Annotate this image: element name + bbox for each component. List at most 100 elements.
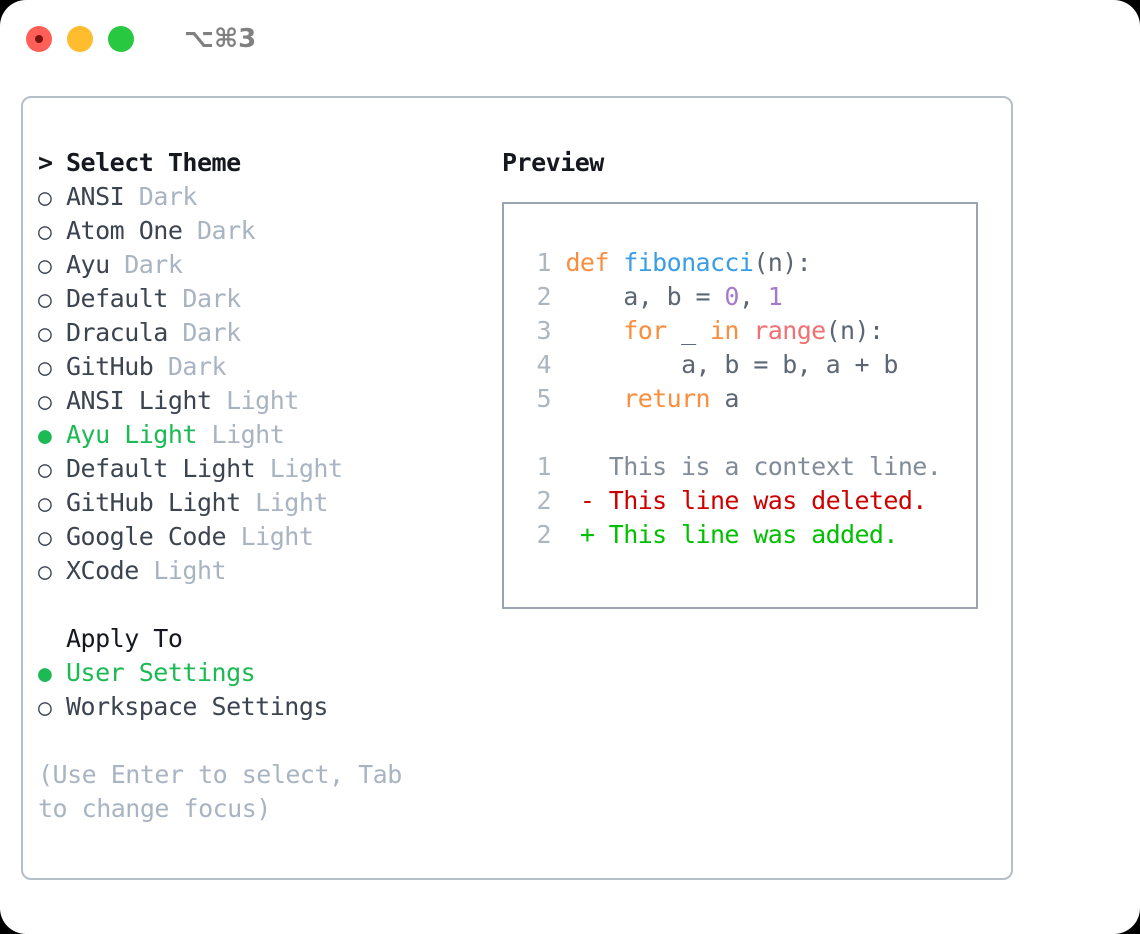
theme-list-column: >Select Theme ○ANSI Dark○Atom One Dark○A… [38,146,478,826]
keyboard-shortcut-label: ⌥⌘3 [184,24,257,54]
code-line-content: for _ in range(n): [551,316,884,345]
theme-option-variant: Dark [124,182,198,211]
minimize-window-button[interactable] [67,26,93,52]
line-number: 5 [536,384,552,413]
radio-unselected-icon: ○ [38,219,52,245]
code-token-plain: a [709,384,739,413]
theme-option-default[interactable]: ○ Default Dark [38,282,478,316]
theme-option-variant: Dark [153,352,227,381]
theme-option-ayu[interactable]: ○ Ayu Dark [38,248,478,282]
code-line-content: a, b = b, a + b [551,350,898,379]
theme-option-name: Ayu [66,250,110,279]
theme-option-variant: Dark [182,216,256,245]
theme-option-github-light[interactable]: ○GitHub Light Light [38,486,478,520]
diff-sample: 1 This is a context line.2 - This line w… [521,450,976,552]
code-token-num: 1 [767,282,783,311]
theme-option-name: ANSI [66,182,125,211]
theme-option-name: GitHub Light [66,488,241,517]
radio-unselected-icon: ○ [38,253,52,279]
code-token-punct: (n): [753,248,812,277]
diff-line-del: 2 - This line was deleted. [521,484,976,518]
caret-icon: > [38,148,53,177]
theme-selector-card: >Select Theme ○ANSI Dark○Atom One Dark○A… [21,96,1013,880]
code-token-kw: for [623,316,667,345]
diff-line-content: - This line was deleted. [551,486,927,515]
theme-option-name: XCode [66,556,139,585]
code-token-plain [565,384,623,413]
diff-line-ctx: 1 This is a context line. [521,450,976,484]
theme-option-variant: Dark [167,284,241,313]
radio-selected-icon: ● [38,423,52,449]
code-token-plain [739,316,753,345]
theme-option-github[interactable]: ○GitHub Dark [38,350,478,384]
theme-options-list: ○ANSI Dark○Atom One Dark○Ayu Dark○Defaul… [38,180,478,588]
theme-option-xcode[interactable]: ○ XCode Light [38,554,478,588]
code-token-plain: a, b = b, a + b [565,350,898,379]
select-theme-header: >Select Theme [38,146,478,180]
radio-unselected-icon: ○ [38,287,52,313]
line-number: 4 [536,350,552,379]
code-line-content: def fibonacci(n): [551,248,811,277]
radio-unselected-icon: ○ [38,695,52,721]
theme-option-name: GitHub [66,352,154,381]
apply-to-option-user-settings[interactable]: ●User Settings [38,656,478,690]
code-line: 2 a, b = 0, 1 [521,280,976,314]
title-bar: ⌥⌘3 [0,0,1140,78]
list-spacer [38,588,478,622]
theme-option-name: Google Code [66,522,227,551]
theme-option-variant: Light [255,454,343,483]
theme-option-atom-one[interactable]: ○Atom One Dark [38,214,478,248]
code-line-content: return a [551,384,739,413]
radio-unselected-icon: ○ [38,321,52,347]
theme-option-default-light[interactable]: ○Default Light Light [38,452,478,486]
radio-unselected-icon: ○ [38,559,52,585]
code-token-plain: , [738,282,768,311]
theme-option-dracula[interactable]: ○ Dracula Dark [38,316,478,350]
code-token-kw: in [709,316,740,345]
theme-option-name: Dracula [66,318,168,347]
maximize-window-button[interactable] [108,26,134,52]
theme-option-ansi[interactable]: ○ANSI Dark [38,180,478,214]
diff-line-add: 2 + This line was added. [521,518,976,552]
theme-option-variant: Light [138,556,227,585]
radio-selected-icon: ● [38,661,52,687]
line-number: 2 [536,486,552,515]
code-line-content: a, b = 0, 1 [551,282,783,311]
apply-to-option-workspace-settings[interactable]: ○ Workspace Settings [38,690,478,724]
theme-option-name: Ayu Light [66,420,197,449]
theme-option-variant: Dark [167,318,241,347]
apply-to-header: Apply To [38,622,478,656]
code-line: 5 return a [521,382,976,416]
theme-option-ansi-light[interactable]: ○ANSI Light Light [38,384,478,418]
apply-to-option-name: Workspace Settings [66,692,328,721]
code-token-kw: return [623,384,710,413]
theme-option-name: Default [66,284,168,313]
apply-to-header-label: Apply To [66,624,183,653]
theme-option-google-code[interactable]: ○ Google Code Light [38,520,478,554]
code-token-plain: _ [666,316,710,345]
theme-option-variant: Light [196,420,285,449]
line-number: 1 [536,452,552,481]
code-token-num: 0 [724,282,739,311]
theme-option-variant: Light [226,522,314,551]
code-diff-separator [521,416,976,450]
code-line: 1 def fibonacci(n): [521,246,976,280]
close-window-button[interactable] [26,26,52,52]
code-token-plain: a, b = [565,282,725,311]
code-token-punct: (n): [825,316,884,345]
theme-option-name: ANSI Light [66,386,212,415]
line-number: 1 [536,248,552,277]
apply-to-options-list: ●User Settings ○ Workspace Settings [38,656,478,724]
preview-column: Preview 1 def fibonacci(n):2 a, b = 0, 1… [502,146,992,609]
theme-option-name: Default Light [66,454,256,483]
keyboard-hint-text: (Use Enter to select, Tab to change focu… [38,760,402,823]
theme-option-variant: Dark [109,250,183,279]
theme-option-ayu-light[interactable]: ● Ayu Light Light [38,418,478,452]
radio-unselected-icon: ○ [38,525,52,551]
line-number: 2 [536,520,552,549]
code-token-plain [565,316,623,345]
radio-unselected-icon: ○ [38,491,52,517]
